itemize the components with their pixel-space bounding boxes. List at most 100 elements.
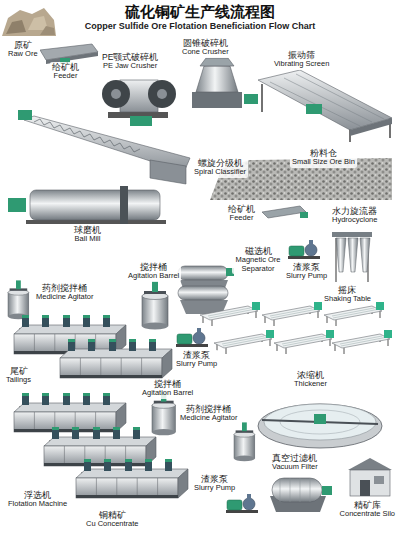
english-name: Thickener <box>294 380 327 388</box>
equipment-label: 螺旋分级机Spiral Classifier <box>192 158 248 178</box>
equipment-label: PE颚式破碎机PE Jaw Crusher <box>100 52 160 72</box>
equipment-label: 渣浆泵Slurry Pump <box>192 474 237 494</box>
chinese-name: 粉料仓 <box>292 149 355 158</box>
slurry-pump <box>226 494 258 513</box>
chinese-name: 浮选机 <box>8 491 67 500</box>
chinese-name: 渣浆泵 <box>286 263 327 272</box>
english-name: Cone Crusher <box>182 48 229 56</box>
english-name: Vacuum Filter <box>272 463 318 471</box>
jaw-crusher <box>102 80 176 126</box>
chinese-name: 螺旋分级机 <box>194 159 246 168</box>
hydrocyclone <box>332 232 372 282</box>
english-name: Concentrate Silo <box>340 510 395 518</box>
chinese-name: 铜精矿 <box>86 511 139 520</box>
chinese-name: 给矿机 <box>52 63 79 72</box>
equipment-label: 渣浆泵Slurry Pump <box>174 350 219 370</box>
english-name: Cu Concentrate <box>86 520 139 528</box>
english-name: Small Size Ore Bin <box>292 158 355 166</box>
medicine-agitator <box>8 280 29 319</box>
chinese-name: 搅拌桶 <box>142 380 193 389</box>
chinese-name: 磁选机 <box>234 247 282 256</box>
shaking-table <box>332 330 392 354</box>
chinese-name: 搅拌桶 <box>128 263 179 272</box>
equipment-label: 水力旋流器Hydrocyclone <box>330 206 379 226</box>
equipment-label: 药剂搅拌桶Medicine Agitator <box>34 283 96 303</box>
chinese-name: 水力旋流器 <box>332 207 377 216</box>
equipment-label: 球磨机Ball Mill <box>72 225 103 245</box>
flotation-cell-bank <box>44 427 156 466</box>
english-name: Agitation Barrel <box>128 272 179 280</box>
shaking-table <box>214 330 274 354</box>
chinese-name: 原矿 <box>8 41 38 50</box>
magnetic-separator <box>178 266 234 314</box>
chinese-name: 药剂搅拌桶 <box>180 405 238 414</box>
equipment-label: 尾矿Tailings <box>4 366 33 386</box>
chinese-name: PE颚式破碎机 <box>102 53 158 62</box>
chinese-name: 渣浆泵 <box>176 351 217 360</box>
english-name: Slurry Pump <box>176 360 217 368</box>
english-name: Medicine Agitator <box>36 293 94 301</box>
equipment-label: 振动筛Vibrating Screen <box>272 50 331 70</box>
equipment-label: 给矿机Feeder <box>226 204 257 224</box>
shaking-table <box>274 330 334 354</box>
equipment-label: 精矿库Concentrate Silo <box>338 500 397 520</box>
english-name: PE Jaw Crusher <box>102 62 158 70</box>
equipment-label: 浓缩机Thickener <box>292 370 329 390</box>
shaking-table <box>200 302 260 326</box>
shaking-table <box>262 302 322 326</box>
feeder <box>262 206 308 218</box>
cone-crusher <box>192 58 258 108</box>
slurry-pump <box>176 328 208 347</box>
chinese-name: 球磨机 <box>74 226 101 235</box>
english-name: Spiral Classifier <box>194 168 246 176</box>
flotation-cell-bank <box>60 339 172 378</box>
chinese-name: 精矿库 <box>340 501 395 510</box>
english-name: Vibrating Screen <box>274 60 329 68</box>
equipment-label: 搅拌桶Agitation Barrel <box>126 262 181 282</box>
raw-ore-pile <box>2 8 56 36</box>
medicine-agitator <box>234 422 255 461</box>
chinese-name: 渣浆泵 <box>194 475 235 484</box>
chinese-name: 浓缩机 <box>294 371 327 380</box>
concentrate-silo <box>348 458 392 496</box>
feeder <box>40 44 98 64</box>
subtitle-label: Copper Sulfide Ore Flotation Beneficiati… <box>0 21 400 32</box>
equipment-label: 摇床Shaking Table <box>322 285 373 305</box>
equipment-label: 磁选机Magnetic Ore Separator <box>232 246 284 274</box>
english-name: Raw Ore <box>8 50 38 58</box>
equipment-label: 浮选机Flotation Machine <box>6 490 69 510</box>
flotation-cell-bank <box>76 459 188 498</box>
english-name: Medicine Agitator <box>180 414 238 422</box>
chinese-name: 给矿机 <box>228 205 255 214</box>
english-name: Ball Mill <box>74 235 101 243</box>
vibrating-screen <box>258 70 392 142</box>
chinese-name: 药剂搅拌桶 <box>36 284 94 293</box>
equipment-label: 粉料仓Small Size Ore Bin <box>290 148 357 168</box>
chart-title: 硫化铜矿生产线流程图 <box>0 3 400 21</box>
title-block: 硫化铜矿生产线流程图Copper Sulfide Ore Flotation B… <box>0 3 400 32</box>
equipment-label: 铜精矿Cu Concentrate <box>84 510 141 530</box>
equipment-label: 药剂搅拌桶Medicine Agitator <box>178 404 240 424</box>
english-name: Shaking Table <box>324 295 371 303</box>
agitation-barrel <box>142 281 168 330</box>
flotation-cell-bank <box>14 393 126 432</box>
chinese-name: 圆锥破碎机 <box>182 39 229 48</box>
english-name: Agitation Barrel <box>142 389 193 397</box>
chinese-name: 振动筛 <box>274 51 329 60</box>
chinese-name: 真空过滤机 <box>272 454 318 463</box>
english-name: Magnetic Ore Separator <box>234 256 282 273</box>
english-name: Flotation Machine <box>8 500 67 508</box>
english-name: Tailings <box>6 376 31 384</box>
english-name: Slurry Pump <box>194 484 235 492</box>
english-name: Slurry Pump <box>286 272 327 280</box>
chinese-name: 摇床 <box>324 286 371 295</box>
equipment-label: 真空过滤机Vacuum Filter <box>270 453 320 473</box>
equipment-label: 搅拌桶Agitation Barrel <box>140 379 195 399</box>
chinese-name: 尾矿 <box>6 367 31 376</box>
ball-mill <box>8 186 166 224</box>
english-name: Feeder <box>52 72 79 80</box>
shaking-table <box>324 302 384 326</box>
equipment-label: 原矿Raw Ore <box>6 40 40 60</box>
english-name: Feeder <box>228 214 255 222</box>
equipment-label: 给矿机Feeder <box>50 62 81 82</box>
